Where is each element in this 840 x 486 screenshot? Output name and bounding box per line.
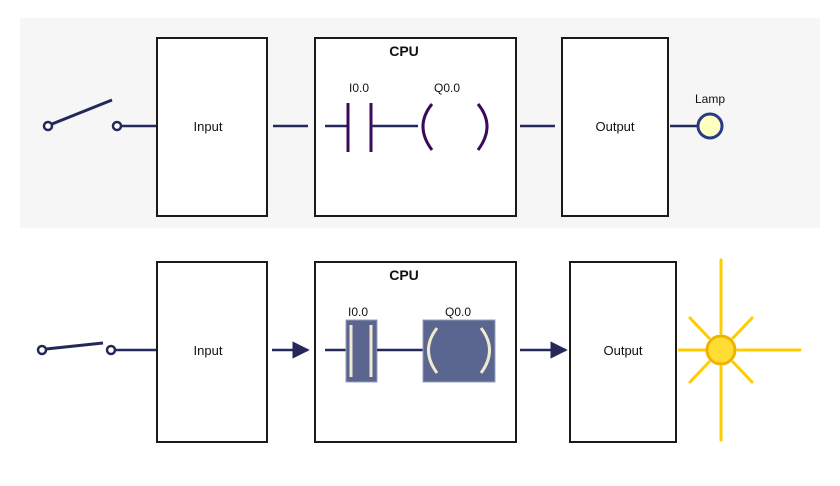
input-label-off: Input [194,119,223,134]
energized-coil-icon [422,319,496,383]
cpu-label-on: CPU [389,267,419,283]
normally-open-contact-icon [346,103,373,152]
open-switch-icon [42,98,123,132]
input-box-off [156,37,268,217]
output-label-on: Output [603,343,642,358]
lamp-off-icon [696,112,724,140]
contact-label-on: I0.0 [348,305,368,319]
coil-label-on: Q0.0 [445,305,471,319]
cpu-label-off: CPU [389,43,419,59]
diagram-on: Input CPU I0.0 Q0.0 Output [36,258,802,443]
output-coil-icon [421,103,489,151]
contact-label-off: I0.0 [349,81,369,95]
coil-label-off: Q0.0 [434,81,460,95]
output-label-off: Output [595,119,634,134]
lamp-label: Lamp [695,92,725,106]
output-box-on [569,261,677,443]
output-box-off [561,37,669,217]
closed-switch-icon [36,341,117,356]
input-box-on [156,261,268,443]
input-label-on: Input [194,343,223,358]
diagram-off: Input CPU I0.0 Q0.0 Output Lamp [20,18,820,228]
lamp-on-icon [705,334,737,366]
energized-contact-icon [345,319,378,383]
light-rays [688,258,802,442]
